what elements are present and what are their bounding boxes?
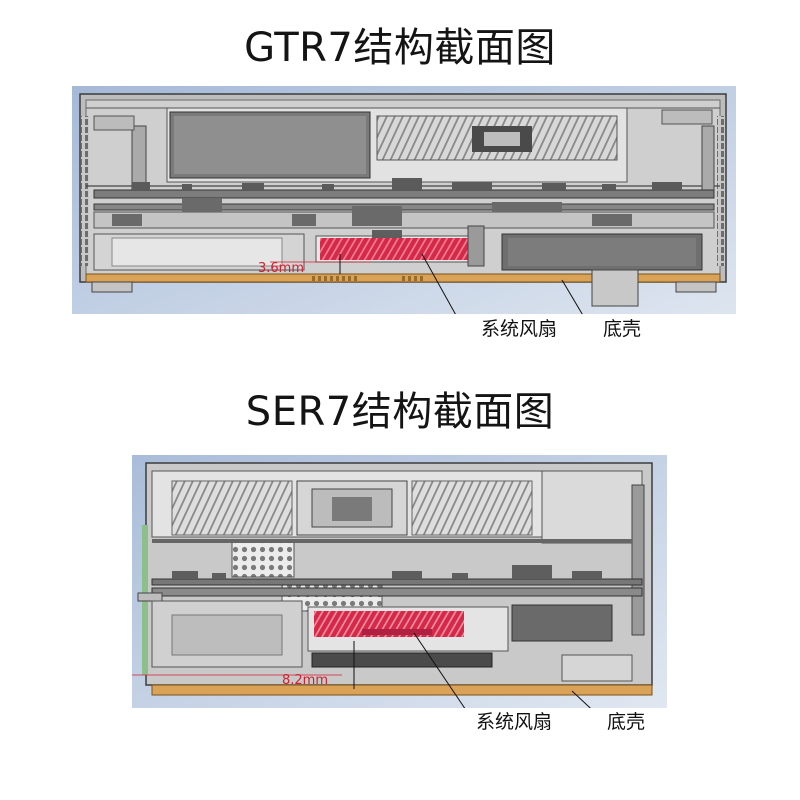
ser7-ssd	[311, 652, 493, 668]
gtr7-shell-leader	[561, 279, 583, 314]
ser7-fan-label: 系统风扇	[476, 711, 553, 733]
ser7-cross-section-drawing: 8.2mm	[132, 455, 667, 708]
gtr7-cross-section-drawing: 3.6mm	[72, 86, 736, 314]
gtr7-fan-leader	[421, 253, 456, 314]
ser7-dimension-label: 8.2mm	[282, 673, 328, 688]
ser7-title: SER7结构截面图	[245, 389, 555, 435]
ser7-motherboard	[151, 578, 643, 586]
gtr7-bottom-tab	[591, 269, 639, 307]
ser7-bottom-shell	[151, 684, 653, 696]
ser7-shell-leader	[571, 690, 591, 708]
gtr7-fan-label: 系统风扇	[481, 318, 558, 340]
gtr7-dimension-label: 3.6mm	[258, 261, 304, 276]
ser7-perforated-shield-upper	[231, 540, 295, 578]
gtr7-foot-left	[91, 281, 133, 293]
gtr7-bottom-shell-label: 底壳	[603, 318, 642, 340]
gtr7-system-fan	[320, 238, 470, 260]
ser7-fan-leader	[413, 632, 466, 708]
gtr7-right-vent	[717, 116, 725, 266]
gtr7-cross-section: 3.6mm	[72, 86, 736, 314]
ser7-cross-section: 8.2mm	[132, 455, 667, 708]
gtr7-foot-right	[675, 281, 717, 293]
gtr7-motherboard	[93, 189, 715, 199]
ser7-heat-block	[511, 604, 613, 642]
gtr7-left-vent	[81, 116, 89, 266]
gtr7-title: GTR7结构截面图	[244, 25, 556, 71]
ser7-bottom-shell-label: 底壳	[607, 711, 646, 733]
